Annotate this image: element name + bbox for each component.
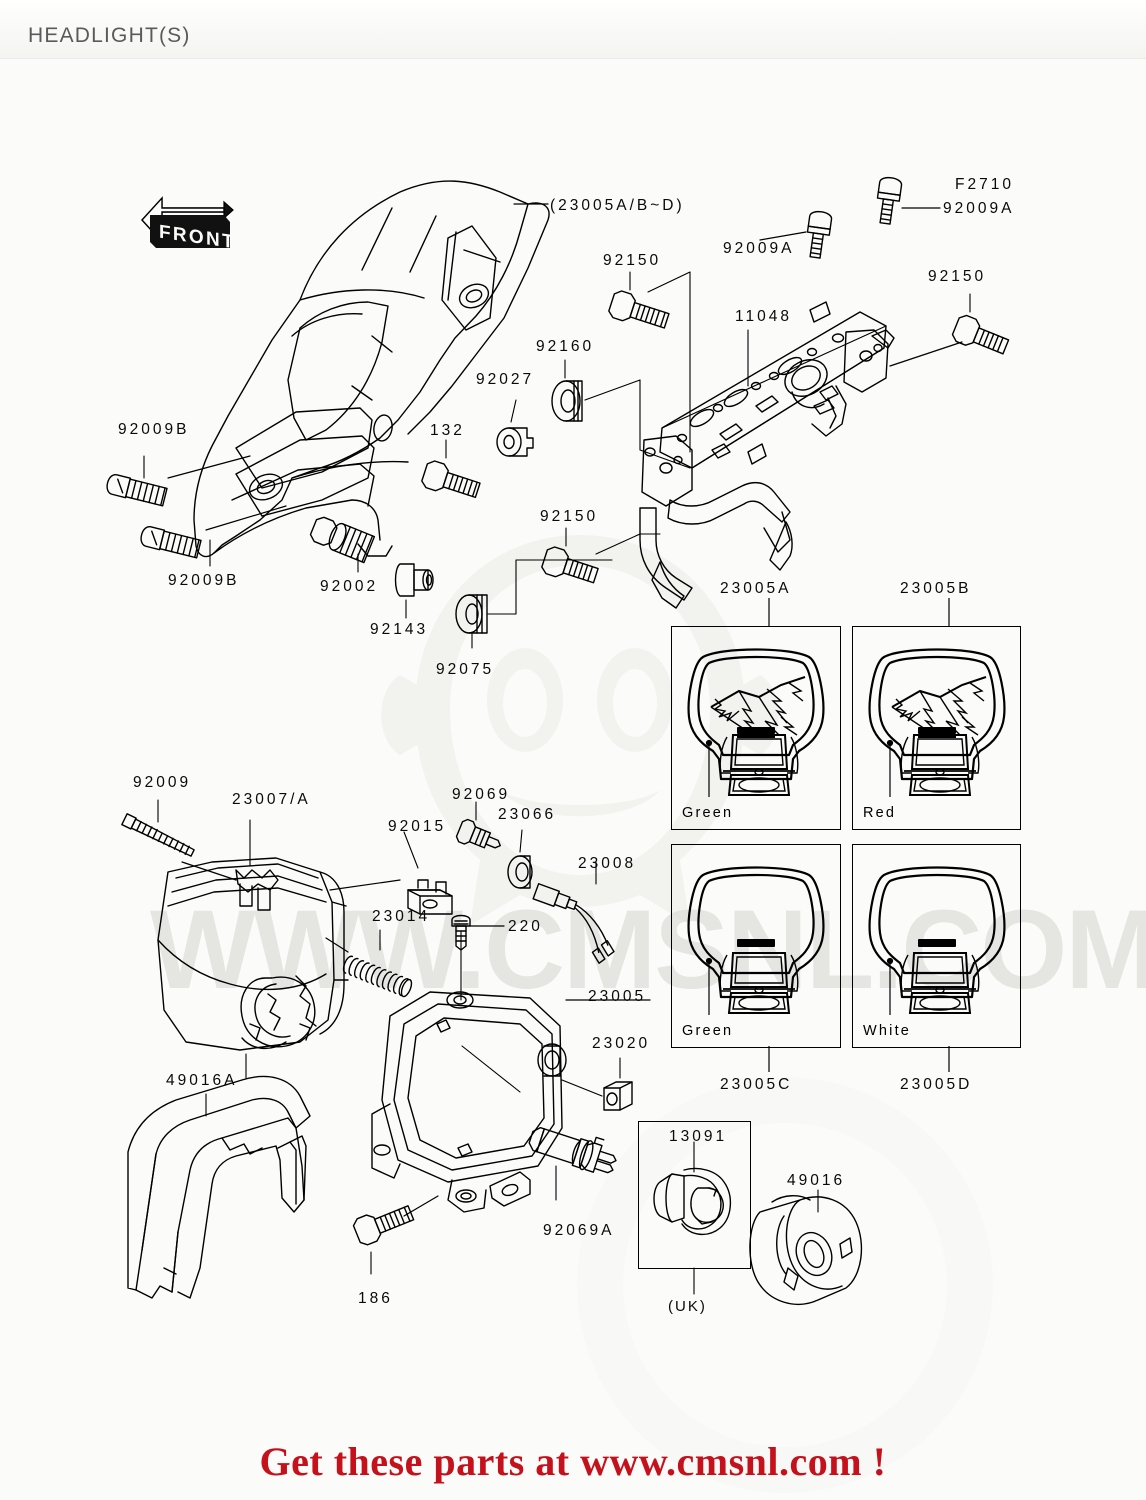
leader-23005D xyxy=(948,1046,950,1072)
shroud-cell-23005A: Green xyxy=(671,626,841,830)
label-92009b-top: 92009B xyxy=(118,421,190,438)
shroud-color-23005B: Red xyxy=(863,805,897,821)
label-11048: 11048 xyxy=(735,308,792,325)
shroud-part-23005B: 23005B xyxy=(900,580,972,597)
label-92027: 92027 xyxy=(476,371,535,388)
leader-23005A xyxy=(768,598,770,626)
label-132: 132 xyxy=(430,422,465,439)
assembly-note: (23005A/B~D) xyxy=(550,197,685,214)
leader-23005B xyxy=(948,598,950,626)
shroud-cell-23005D: White xyxy=(852,844,1021,1048)
label-92009a-left: 92009A xyxy=(723,240,795,257)
leader-23005C xyxy=(768,1046,770,1072)
shroud-part-23005A: 23005A xyxy=(720,580,792,597)
label-92009: 92009 xyxy=(133,774,192,791)
shroud-part-23005D: 23005D xyxy=(900,1076,973,1093)
shroud-graphic-a xyxy=(687,648,825,797)
label-49016: 49016 xyxy=(787,1172,846,1189)
label-23007a: 23007/A xyxy=(232,791,311,808)
label-92069a: 92069A xyxy=(543,1222,615,1239)
label-220: 220 xyxy=(508,918,543,935)
label-23005: 23005 xyxy=(588,988,647,1005)
label-92150-top: 92150 xyxy=(603,252,662,269)
shroud-variant-grid: 23005A xyxy=(671,580,1021,1093)
label-13091: 13091 xyxy=(669,1128,728,1145)
label-23014: 23014 xyxy=(372,908,431,925)
shroud-color-23005C: Green xyxy=(682,1023,734,1039)
title-bar: HEADLIGHT(S) xyxy=(0,0,1146,59)
label-uk: (UK) xyxy=(668,1298,707,1315)
label-23008: 23008 xyxy=(578,855,637,872)
label-92002: 92002 xyxy=(320,578,379,595)
shroud-part-23005C: 23005C xyxy=(720,1076,793,1093)
shroud-color-23005A: Green xyxy=(682,805,734,821)
front-direction-icon: FRONT xyxy=(141,196,236,253)
shroud-cell-23005B: Red xyxy=(852,626,1021,830)
shroud-graphic-c xyxy=(687,866,825,1015)
label-23020: 23020 xyxy=(592,1035,651,1052)
label-92009b-bottom: 92009B xyxy=(168,572,240,589)
shroud-graphic-d xyxy=(868,866,1005,1015)
page-title: HEADLIGHT(S) xyxy=(28,24,191,47)
footer-promo-text: Get these parts at www.cmsnl.com ! xyxy=(259,1439,887,1484)
label-186: 186 xyxy=(358,1290,393,1307)
shroud-cell-23005C: Green xyxy=(671,844,841,1048)
shroud-color-23005D: White xyxy=(863,1023,912,1039)
label-49016a: 49016A xyxy=(166,1072,238,1089)
label-92009a-right: 92009A xyxy=(943,200,1015,217)
label-92069: 92069 xyxy=(452,786,511,803)
label-92015: 92015 xyxy=(388,818,447,835)
label-92150-right: 92150 xyxy=(928,268,987,285)
uk-variant-box xyxy=(638,1121,751,1269)
label-23066: 23066 xyxy=(498,806,557,823)
shroud-graphic-b xyxy=(868,648,1005,797)
label-92150-mid: 92150 xyxy=(540,508,599,525)
label-92160: 92160 xyxy=(536,338,595,355)
label-92143: 92143 xyxy=(370,621,429,638)
label-92075: 92075 xyxy=(436,661,495,678)
diagram-ref-code: F2710 xyxy=(955,176,1014,193)
